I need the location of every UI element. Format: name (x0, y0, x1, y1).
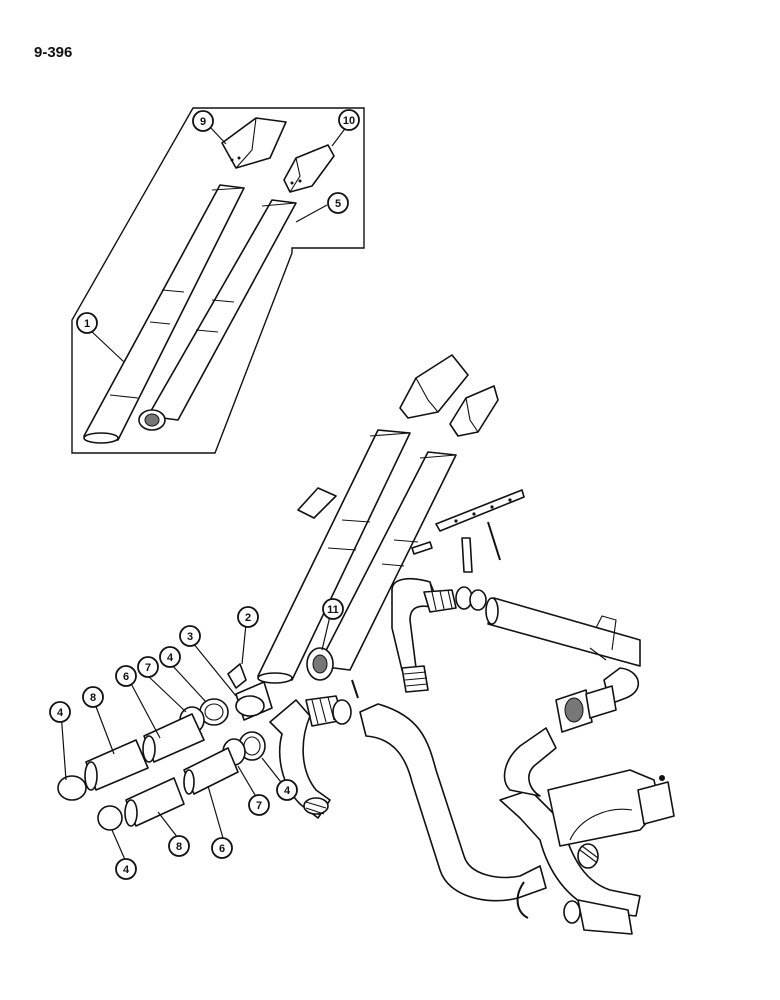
callout-6-bottom: 6 (211, 837, 233, 859)
clamp-part-4-lower-left (97, 805, 123, 831)
horizontal-pipe (485, 597, 641, 667)
leader-lines (60, 125, 348, 863)
hanger-bracket (516, 881, 529, 919)
bracket-part-2 (227, 663, 247, 689)
callout-8-bottom: 8 (168, 835, 190, 857)
clamp-part-4-left (57, 775, 87, 801)
pipe-part-6-lower (183, 747, 239, 795)
lower-flex-bellows-upper (401, 665, 429, 693)
stack-clamp-11 (306, 647, 334, 681)
pipe-part-8-upper (84, 739, 149, 791)
main-exhaust-stack-left (257, 429, 411, 684)
callout-7-top: 7 (137, 656, 159, 678)
callout-9-label: 9 (200, 116, 206, 128)
callout-2-label: 2 (245, 612, 251, 624)
callout-3: 3 (179, 625, 201, 647)
callout-4-right-label: 4 (284, 785, 291, 797)
flex-pipe-left (305, 695, 352, 727)
elbow-part-3 (235, 681, 273, 721)
callout-6-top-label: 6 (123, 671, 129, 683)
callout-4-top: 4 (159, 646, 181, 668)
callout-6-bottom-label: 6 (219, 843, 225, 855)
callout-8-top-label: 8 (90, 692, 96, 704)
callout-4-left: 4 (49, 701, 71, 723)
hanger-strap (351, 679, 359, 699)
callout-1-label: 1 (84, 318, 90, 330)
callout-8-bottom-label: 8 (176, 841, 182, 853)
stack-cap-right (449, 385, 499, 437)
callout-11: 11 (322, 598, 344, 620)
mid-pipe (585, 685, 617, 719)
callout-8-top: 8 (82, 686, 104, 708)
callout-7-bottom: 7 (248, 794, 270, 816)
callout-9: 9 (192, 110, 214, 132)
turbo-flange-right (637, 775, 675, 825)
stack-mounting-strap (435, 489, 525, 532)
strap-bracket (461, 537, 473, 573)
strap-rod (487, 521, 501, 561)
long-s-pipe (359, 703, 547, 902)
inset-stack-cap-10 (283, 144, 335, 193)
callout-6-top: 6 (115, 665, 137, 687)
spacer-plate (411, 541, 433, 555)
muffler-flange (555, 689, 593, 733)
callout-7-top-label: 7 (145, 662, 151, 674)
inset-stack-cap-9 (221, 117, 287, 169)
tee-elbow-pipe (503, 727, 557, 797)
callout-3-label: 3 (187, 631, 193, 643)
page-number: 9-396 (34, 44, 73, 61)
callout-10: 10 (338, 109, 360, 131)
callout-4-bottom-label: 4 (123, 864, 130, 876)
inset-border (71, 107, 365, 454)
callout-4-right: 4 (276, 779, 298, 801)
pipe-part-8-lower (124, 777, 185, 827)
main-exhaust-stack-right (317, 451, 457, 671)
stack-bracket-plate (297, 487, 337, 519)
lower-flex-bellows (577, 843, 599, 869)
flex-pipe-upper (423, 586, 487, 613)
callout-4-bottom: 4 (115, 858, 137, 880)
callout-4-top-label: 4 (167, 652, 174, 664)
stack-cap-left (399, 354, 469, 419)
callout-11-label: 11 (327, 604, 339, 616)
callout-1: 1 (76, 312, 98, 334)
outlet-pipe (577, 899, 633, 935)
callout-4-left-label: 4 (57, 707, 64, 719)
pipe-part-6-upper (142, 713, 205, 763)
outlet-clamp-lower (563, 900, 581, 924)
callout-5: 5 (327, 192, 349, 214)
callout-10-label: 10 (343, 115, 355, 127)
callout-2: 2 (237, 606, 259, 628)
callout-5-label: 5 (335, 198, 341, 210)
down-elbow-pipe (269, 699, 331, 819)
inset-exhaust-stack-1 (83, 184, 245, 444)
callout-7-bottom-label: 7 (256, 800, 262, 812)
inset-exhaust-stack-5 (138, 199, 297, 431)
